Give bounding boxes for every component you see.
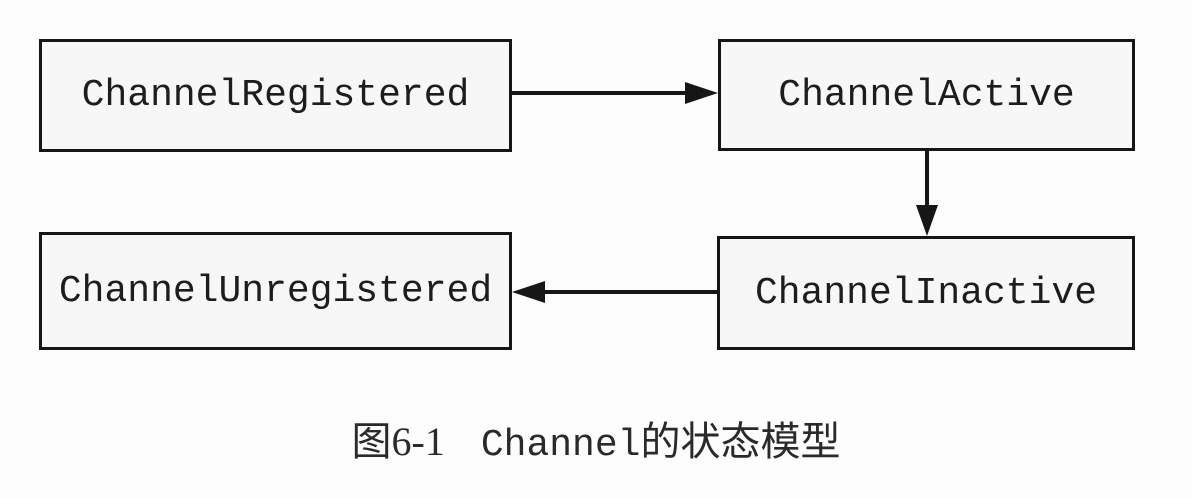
- figure-caption-suffix: 的状态模型: [640, 419, 841, 464]
- state-label-channel-registered: ChannelRegistered: [81, 74, 470, 117]
- state-node-channel-unregistered: ChannelUnregistered: [39, 232, 512, 350]
- state-node-channel-inactive: ChannelInactive: [717, 236, 1135, 350]
- arrowhead-down-icon: [916, 205, 938, 236]
- state-node-channel-active: ChannelActive: [718, 39, 1135, 151]
- arrow-active-to-inactive-line: [925, 151, 929, 208]
- arrowhead-left-icon: [512, 281, 545, 303]
- figure-caption: 图6-1 Channel的状态模型: [0, 416, 1192, 472]
- state-label-channel-active: ChannelActive: [778, 73, 1075, 117]
- figure-caption-code: Channel: [480, 424, 641, 467]
- arrowhead-right-icon: [685, 82, 718, 104]
- arrow-registered-to-active-line: [512, 91, 688, 95]
- figure-caption-label: 图6-1: [351, 419, 445, 464]
- state-label-channel-unregistered: ChannelUnregistered: [58, 269, 493, 313]
- arrow-inactive-to-unregistered-line: [545, 290, 717, 294]
- state-node-channel-registered: ChannelRegistered: [39, 39, 512, 152]
- state-label-channel-inactive: ChannelInactive: [754, 271, 1098, 315]
